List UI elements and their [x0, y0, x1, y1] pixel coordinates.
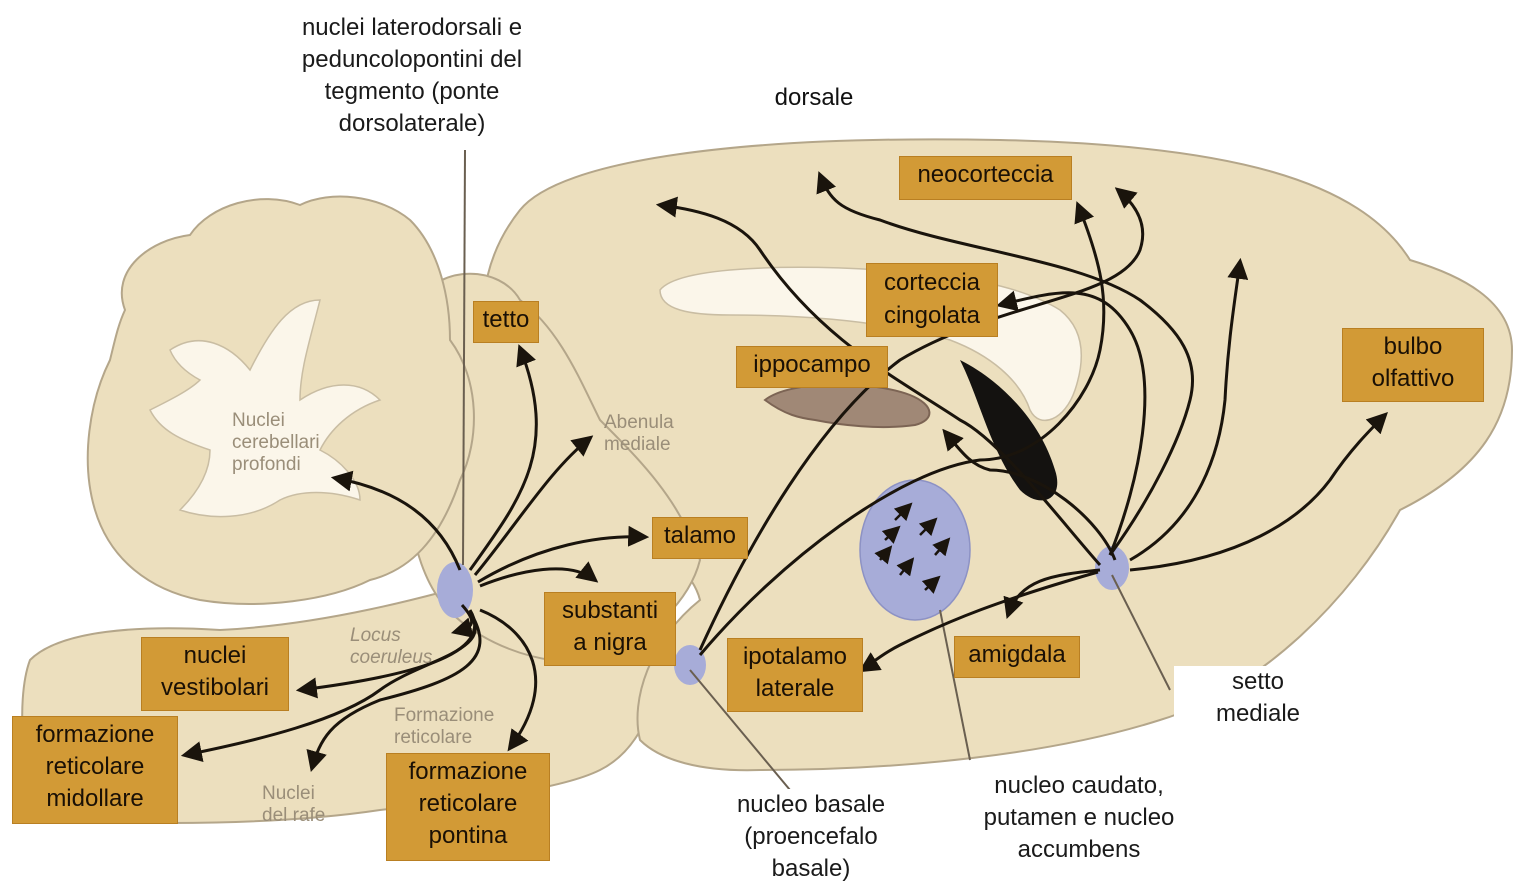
bg-label-abenula: Abenula mediale — [604, 412, 674, 456]
label-talamo: talamo — [652, 517, 748, 559]
label-nuclei-ldt-ppt: nuclei laterodorsali e peduncolopontini … — [226, 12, 598, 148]
label-dorsale: dorsale — [762, 82, 866, 114]
label-ippocampo: ippocampo — [736, 346, 888, 388]
nucleus-basalis-dot — [674, 645, 706, 685]
bg-label-formazione: Formazione reticolare — [394, 705, 494, 749]
label-bulbo-olfattivo: bulbo olfattivo — [1342, 328, 1484, 402]
label-setto-mediale: setto mediale — [1174, 666, 1342, 738]
label-formazione-reticolare-pontina: formazione reticolare pontina — [386, 753, 550, 861]
bg-label-nuclei-cerebellari: Nuclei cerebellari profondi — [232, 410, 320, 476]
label-formazione-reticolare-midollare: formazione reticolare midollare — [12, 716, 178, 824]
label-amigdala: amigdala — [954, 636, 1080, 678]
label-nucleo-basale: nucleo basale (proencefalo basale) — [704, 789, 918, 889]
label-neocorteccia: neocorteccia — [899, 156, 1072, 200]
bg-label-nuclei-rafe: Nuclei del rafe — [262, 783, 325, 827]
label-nuclei-vestibolari: nuclei vestibolari — [141, 637, 289, 711]
label-ipotalamo-laterale: ipotalamo laterale — [727, 638, 863, 712]
label-tetto: tetto — [473, 301, 539, 343]
label-nucleo-caudato: nucleo caudato, putamen e nucleo accumbe… — [954, 770, 1204, 870]
bg-label-locus: Locus coeruleus — [350, 625, 432, 669]
label-substantia-nigra: substanti a nigra — [544, 592, 676, 666]
label-corteccia-cingolata: corteccia cingolata — [866, 263, 998, 337]
